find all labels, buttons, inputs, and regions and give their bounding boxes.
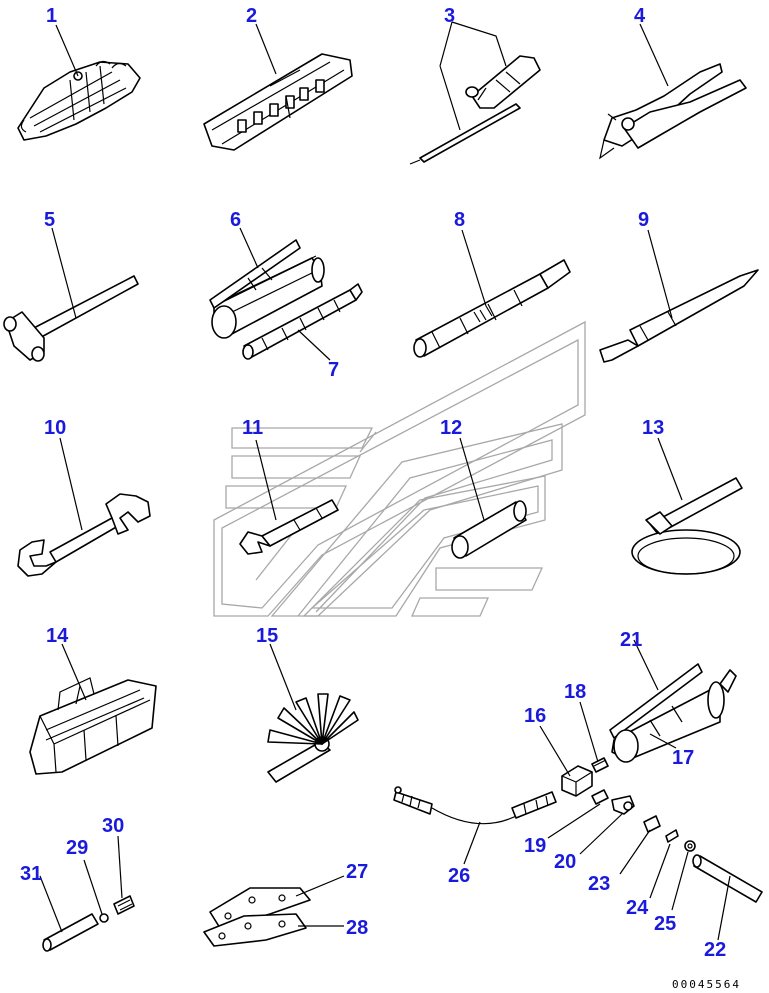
pin-icon xyxy=(561,765,593,797)
grease-gun-icon xyxy=(209,239,325,339)
socket-set-icon xyxy=(203,53,353,151)
callout-11: 11 xyxy=(242,417,263,439)
callout-15: 15 xyxy=(256,625,278,647)
callout-labels: 1 2 3 4 5 6 7 8 9 10 11 12 13 14 15 16 1… xyxy=(20,5,726,961)
pin-icon xyxy=(591,789,696,852)
callout-12: 12 xyxy=(440,417,462,439)
callout-26: 26 xyxy=(448,865,470,887)
extension-bar-icon xyxy=(242,283,363,360)
callout-13: 13 xyxy=(642,417,664,439)
wrench-set-icon xyxy=(17,60,141,141)
feeler-gauge-icon xyxy=(267,693,359,783)
callout-16: 16 xyxy=(524,705,546,727)
screwdriver-icon xyxy=(409,55,541,165)
callout-25: 25 xyxy=(654,913,676,935)
callout-3: 3 xyxy=(444,5,455,27)
hammer-icon xyxy=(3,275,139,362)
callout-7: 7 xyxy=(328,359,339,381)
pin-icon xyxy=(42,895,135,952)
socket-bar-icon xyxy=(413,259,571,358)
bracket-plate-icon xyxy=(203,887,311,947)
callout-31: 31 xyxy=(20,863,42,885)
watermark-logo xyxy=(213,320,586,617)
grease-hose-icon xyxy=(393,786,557,825)
callout-20: 20 xyxy=(554,851,576,873)
leader-lines xyxy=(39,21,731,941)
pin-icon xyxy=(451,500,527,559)
callout-28: 28 xyxy=(346,917,368,939)
callout-30: 30 xyxy=(102,815,124,837)
spanner-icon xyxy=(239,499,339,555)
callout-14: 14 xyxy=(46,625,69,647)
callout-10: 10 xyxy=(44,417,66,439)
pin-icon xyxy=(591,757,609,773)
callout-18: 18 xyxy=(564,681,586,703)
callout-21: 21 xyxy=(620,629,642,651)
pliers-icon xyxy=(599,63,747,160)
pin-icon xyxy=(692,854,763,903)
callout-29: 29 xyxy=(66,837,88,859)
callout-9: 9 xyxy=(638,209,649,231)
callout-24: 24 xyxy=(626,897,649,919)
callout-27: 27 xyxy=(346,861,368,883)
callout-6: 6 xyxy=(230,209,241,231)
callout-17: 17 xyxy=(672,747,694,769)
callout-1: 1 xyxy=(46,5,57,27)
callout-5: 5 xyxy=(44,209,55,231)
grease-gun-icon xyxy=(609,663,737,763)
callout-2: 2 xyxy=(246,5,257,27)
callout-22: 22 xyxy=(704,939,726,961)
callout-8: 8 xyxy=(454,209,465,231)
callout-19: 19 xyxy=(524,835,546,857)
callout-4: 4 xyxy=(634,5,646,27)
tool-bag-icon xyxy=(29,677,157,775)
pry-bar-icon xyxy=(599,269,759,363)
filter-wrench-icon xyxy=(631,477,743,575)
drawing-code: 00045564 xyxy=(672,978,741,991)
callout-23: 23 xyxy=(588,873,610,895)
spanner-icon xyxy=(17,493,151,577)
